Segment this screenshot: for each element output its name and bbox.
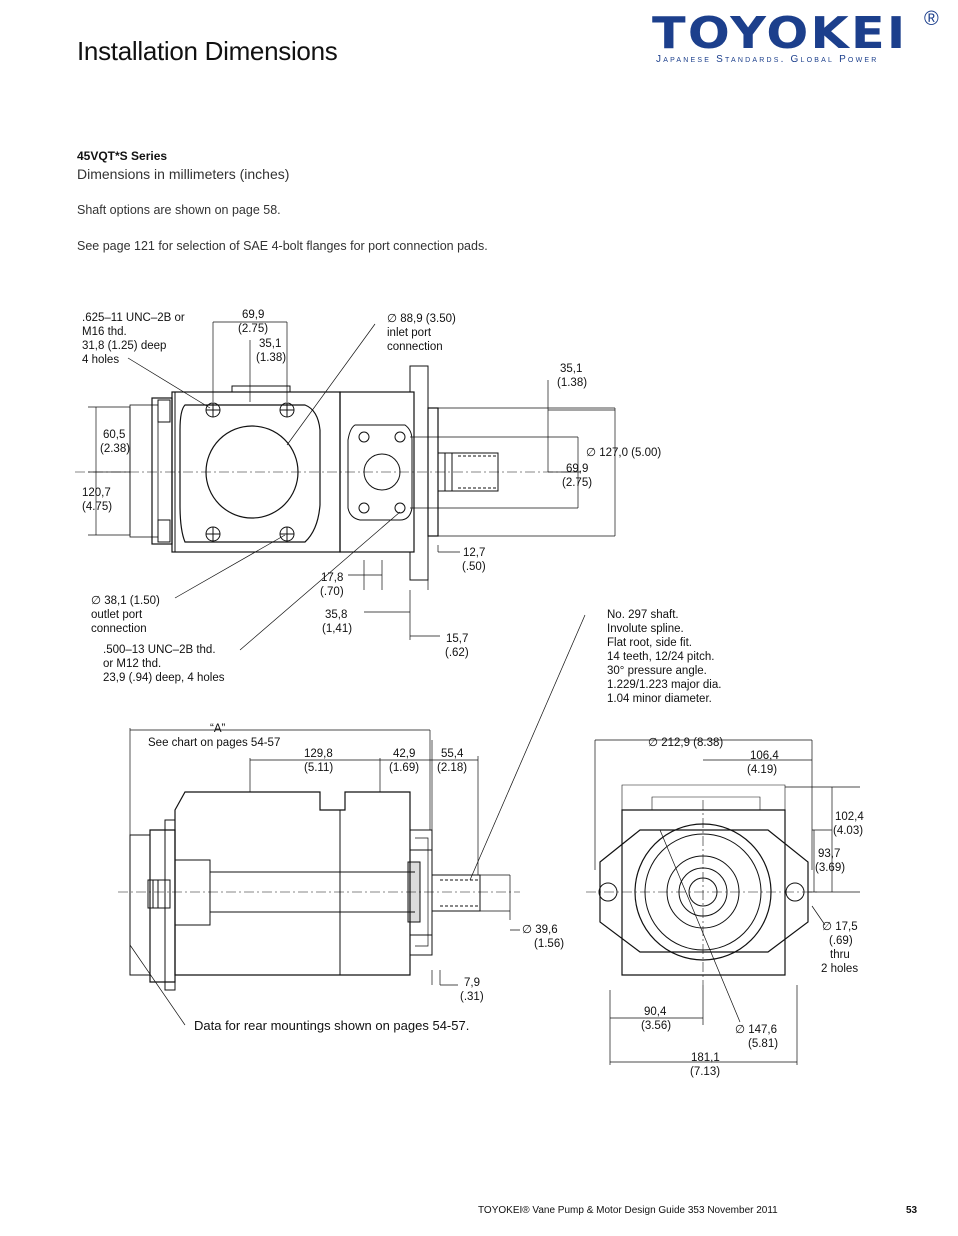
outlet-port-label: outlet port [91, 609, 143, 621]
series-heading: 45VQT*S Series [77, 149, 168, 163]
dim-17-5-inch: (.69) [829, 935, 853, 947]
dim-129-8-value: 129,8 [304, 748, 333, 760]
dim-120-7-inch: (4.75) [82, 501, 112, 513]
side-view-labels: “A” See chart on pages 54-57 129,8 (5.11… [148, 723, 564, 1033]
dim-35-1-inch: (1.38) [256, 352, 286, 364]
page-number: 53 [906, 1205, 918, 1216]
shaft-note-line7: 1.04 minor diameter. [607, 693, 712, 705]
dim-39-6-inch: (1.56) [534, 938, 564, 950]
dim-102-4-inch: (4.03) [833, 825, 863, 837]
dim-17-8-value: 17,8 [321, 572, 343, 584]
thread-note-line1: .625–11 UNC–2B or [82, 312, 185, 324]
dim-35-8-value: 35,8 [325, 609, 347, 621]
dim-12-7-value: 12,7 [463, 547, 485, 559]
rear-mountings-note: Data for rear mountings shown on pages 5… [194, 1018, 469, 1033]
dim-55-4-value: 55,4 [441, 748, 464, 760]
dim-35-1b-inch: (1.38) [557, 377, 587, 389]
dim-93-7-value: 93,7 [818, 848, 840, 860]
shaft-note-line2: Involute spline. [607, 623, 684, 635]
top-view-pump [75, 365, 580, 581]
logo-registered-mark: ® [924, 8, 939, 30]
dim-106-4-inch: (4.19) [747, 764, 777, 776]
side-view-dimensions [129, 614, 586, 1026]
dim-42-9-value: 42,9 [393, 748, 415, 760]
dim-17-5-value: ∅ 17,5 [822, 921, 858, 933]
dim-15-7-inch: (.62) [445, 647, 469, 659]
dim-60-5-value: 60,5 [103, 429, 125, 441]
page-title: Installation Dimensions [77, 36, 338, 66]
thread-note-b-line2: or M12 thd. [103, 658, 161, 670]
dim-69-9b-inch: (2.75) [562, 477, 592, 489]
dim-181-1-value: 181,1 [691, 1052, 720, 1064]
dim-35-1b-value: 35,1 [560, 363, 582, 375]
inlet-port-dia: ∅ 88,9 (3.50) [387, 313, 456, 325]
dim-120-7-value: 120,7 [82, 487, 111, 499]
dim-a-label: “A” [210, 723, 226, 735]
dim-147-6-inch: (5.81) [748, 1038, 778, 1050]
dim-17-8-inch: (.70) [320, 586, 344, 598]
shaft-note-line4: 14 teeth, 12/24 pitch. [607, 651, 714, 663]
dim-181-1-inch: (7.13) [690, 1066, 720, 1078]
shaft-note-line6: 1.229/1.223 major dia. [607, 679, 721, 691]
shaft-note-line1: No. 297 shaft. [607, 609, 679, 621]
dim-60-5-inch: (2.38) [100, 443, 130, 455]
dim-127-0: ∅ 127,0 (5.00) [586, 447, 661, 459]
dim-55-4-inch: (2.18) [437, 762, 467, 774]
dim-147-6-value: ∅ 147,6 [735, 1024, 777, 1036]
shaft-note: No. 297 shaft. Involute spline. Flat roo… [607, 609, 721, 705]
thread-note-line3: 31,8 (1.25) deep [82, 340, 166, 352]
dim-17-5-holes: 2 holes [821, 963, 858, 975]
dim-17-5-thru: thru [830, 949, 850, 961]
shaft-note-line5: 30° pressure angle. [607, 665, 707, 677]
dim-12-7-inch: (.50) [462, 561, 486, 573]
thread-note-line2: M16 thd. [82, 326, 127, 338]
thread-note-line4: 4 holes [82, 354, 119, 366]
logo-tagline: Japanese Standards. Global Power [656, 54, 879, 65]
dim-102-4-value: 102,4 [835, 811, 864, 823]
shaft-options-note: Shaft options are shown on page 58. [77, 203, 281, 217]
dim-69-9-inch: (2.75) [238, 323, 268, 335]
thread-note-b-line3: 23,9 (.94) deep, 4 holes [103, 672, 225, 684]
flange-note: See page 121 for selection of SAE 4-bolt… [77, 239, 488, 253]
dim-39-6-value: ∅ 39,6 [522, 924, 558, 936]
outlet-port-connection: connection [91, 623, 147, 635]
dim-106-4-value: 106,4 [750, 750, 779, 762]
end-view-dimensions [594, 739, 860, 1065]
end-view-labels: ∅ 212,9 (8.38) 106,4 (4.19) 102,4 (4.03)… [641, 737, 864, 1078]
dim-35-1-value: 35,1 [259, 338, 281, 350]
logo-wordmark: TOYOKEI [652, 8, 908, 59]
top-view-labels: .625–11 UNC–2B or M16 thd. 31,8 (1.25) d… [82, 309, 661, 684]
shaft-note-line3: Flat root, side fit. [607, 637, 692, 649]
dim-15-7-value: 15,7 [446, 633, 468, 645]
dim-90-4-value: 90,4 [644, 1006, 667, 1018]
dim-129-8-inch: (5.11) [304, 762, 333, 774]
dim-69-9b-value: 69,9 [566, 463, 588, 475]
inlet-port-connection: connection [387, 341, 443, 353]
dim-93-7-inch: (3.69) [815, 862, 845, 874]
dim-212-9: ∅ 212,9 (8.38) [648, 737, 723, 749]
chart-note: See chart on pages 54-57 [148, 737, 280, 749]
dim-90-4-inch: (3.56) [641, 1020, 671, 1032]
dim-7-9-value: 7,9 [464, 977, 480, 989]
thread-note-b-line1: .500–13 UNC–2B thd. [103, 644, 216, 656]
dim-42-9-inch: (1.69) [389, 762, 419, 774]
dim-7-9-inch: (.31) [460, 991, 484, 1003]
side-view-pump [118, 791, 520, 991]
outlet-port-dia: ∅ 38,1 (1.50) [91, 595, 160, 607]
top-view-dimensions [88, 321, 616, 651]
end-view-pump [586, 784, 820, 985]
footer-text: TOYOKEI® Vane Pump & Motor Design Guide … [478, 1205, 778, 1216]
dim-69-9-value: 69,9 [242, 309, 264, 321]
dim-35-8-inch: (1,41) [322, 623, 352, 635]
units-note: Dimensions in millimeters (inches) [77, 166, 290, 182]
inlet-port-label: inlet port [387, 327, 432, 339]
toyokei-logo: TOYOKEI ® Japanese Standards. Global Pow… [652, 8, 952, 68]
